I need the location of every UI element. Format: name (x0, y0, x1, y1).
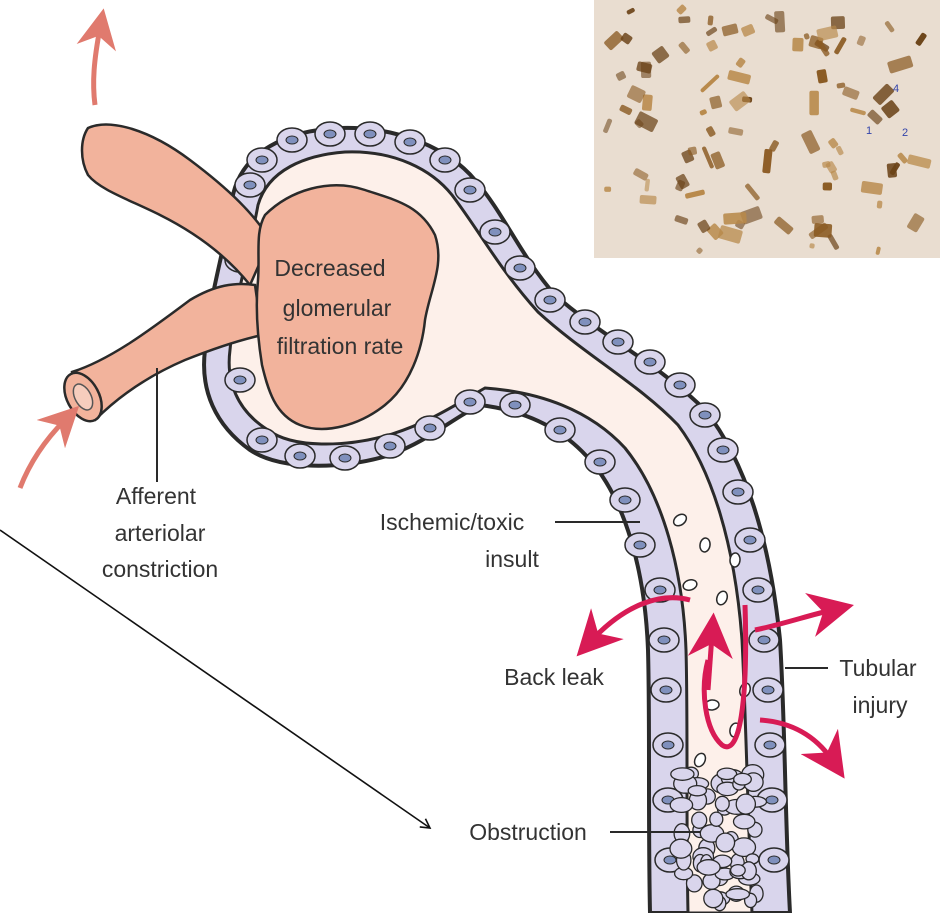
cell-nucleus (514, 264, 526, 272)
cast-cell (726, 889, 749, 900)
cell-nucleus (644, 358, 656, 366)
crystal-particle (641, 62, 651, 78)
cell-nucleus (634, 541, 646, 549)
gfr-label: Decreased glomerular filtration rate (274, 255, 403, 359)
cast-cell (704, 889, 723, 907)
cell-nucleus (768, 856, 780, 864)
afferent-label-line-1: Afferent (116, 483, 197, 509)
crystal-particle (877, 200, 883, 208)
cast-cell (697, 860, 720, 875)
crystal-particle (809, 91, 819, 116)
afferent-label-line-3: constriction (102, 556, 218, 582)
cell-nucleus (339, 454, 351, 462)
cell-nucleus (717, 446, 729, 454)
cell-nucleus (758, 636, 770, 644)
cell-nucleus (439, 156, 451, 164)
cell-nucleus (464, 398, 476, 406)
cell-nucleus (579, 318, 591, 326)
cell-nucleus (732, 488, 744, 496)
cell-nucleus (658, 636, 670, 644)
cell-nucleus (594, 458, 606, 466)
ischemic-label: Ischemic/toxic insult (380, 509, 540, 572)
cast-cell (670, 839, 692, 858)
afferent-label: Afferent arteriolar constriction (102, 483, 218, 582)
cell-nucleus (256, 156, 268, 164)
cast-cell (731, 865, 746, 876)
gfr-label-line-3: filtration rate (277, 333, 404, 359)
cast-cell (710, 812, 723, 826)
cast-cell (692, 812, 707, 828)
cell-nucleus (464, 186, 476, 194)
crystal-particle (814, 223, 833, 238)
inflow-arrow (20, 420, 65, 488)
tubular-injury-label-line-2: injury (853, 692, 908, 718)
cell-nucleus (654, 586, 666, 594)
cell-nucleus (744, 536, 756, 544)
crystal-particle (723, 212, 747, 225)
cell-nucleus (384, 442, 396, 450)
cast-cell (670, 798, 692, 813)
micrograph-marker-1: 1 (866, 125, 872, 137)
cell-nucleus (662, 741, 674, 749)
cell-nucleus (294, 452, 306, 460)
back-leak-label: Back leak (504, 664, 604, 690)
cast-cell (734, 814, 755, 829)
cell-nucleus (244, 181, 256, 189)
cell-nucleus (764, 741, 776, 749)
cell-nucleus (612, 338, 624, 346)
crystal-particle (887, 163, 898, 178)
tubular-injury-label: Tubular injury (839, 655, 916, 718)
cast-cell (715, 796, 729, 811)
crystal-particle (811, 215, 824, 224)
crystal-particle (687, 146, 697, 155)
cell-nucleus (324, 130, 336, 138)
cell-nucleus (544, 296, 556, 304)
cell-nucleus (660, 686, 672, 694)
crystal-particle (774, 11, 785, 33)
cell-nucleus (762, 686, 774, 694)
cast-cell (688, 786, 706, 796)
obstruction-label: Obstruction (469, 819, 587, 845)
cast-cell (716, 833, 735, 852)
ischemic-label-line-2: insult (485, 546, 539, 572)
cell-nucleus (286, 136, 298, 144)
cell-nucleus (424, 424, 436, 432)
tubular-injury-label-line-1: Tubular (839, 655, 916, 681)
crystal-particle (823, 182, 832, 190)
ischemic-label-line-1: Ischemic/toxic (380, 509, 524, 535)
crystal-particle (678, 16, 690, 23)
cell-nucleus (674, 381, 686, 389)
cell-nucleus (256, 436, 268, 444)
cast-cell (671, 768, 694, 780)
cell-nucleus (664, 856, 676, 864)
outflow-arrow (94, 28, 100, 105)
gfr-label-line-2: glomerular (283, 295, 392, 321)
cell-nucleus (364, 130, 376, 138)
cell-nucleus (699, 411, 711, 419)
micrograph-marker-4: 4 (893, 83, 899, 95)
cell-nucleus (619, 496, 631, 504)
cell-nucleus (404, 138, 416, 146)
cell-nucleus (234, 376, 246, 384)
micrograph-marker-2: 2 (902, 127, 908, 139)
crystal-particle (639, 195, 656, 205)
debris-cell (729, 553, 740, 568)
cast-cell (734, 773, 752, 785)
efferent-vessel (82, 125, 270, 285)
urine-micrograph: 4 1 2 (594, 0, 940, 258)
gfr-label-line-1: Decreased (274, 255, 385, 281)
cell-nucleus (509, 401, 521, 409)
cast-cell (736, 794, 755, 814)
crystal-particle (792, 38, 803, 52)
cell-nucleus (554, 426, 566, 434)
cell-nucleus (752, 586, 764, 594)
cell-nucleus (766, 796, 778, 804)
crystal-particle (707, 15, 713, 25)
crystal-particle (604, 187, 611, 192)
afferent-label-line-2: arteriolar (115, 520, 206, 546)
cell-nucleus (489, 228, 501, 236)
